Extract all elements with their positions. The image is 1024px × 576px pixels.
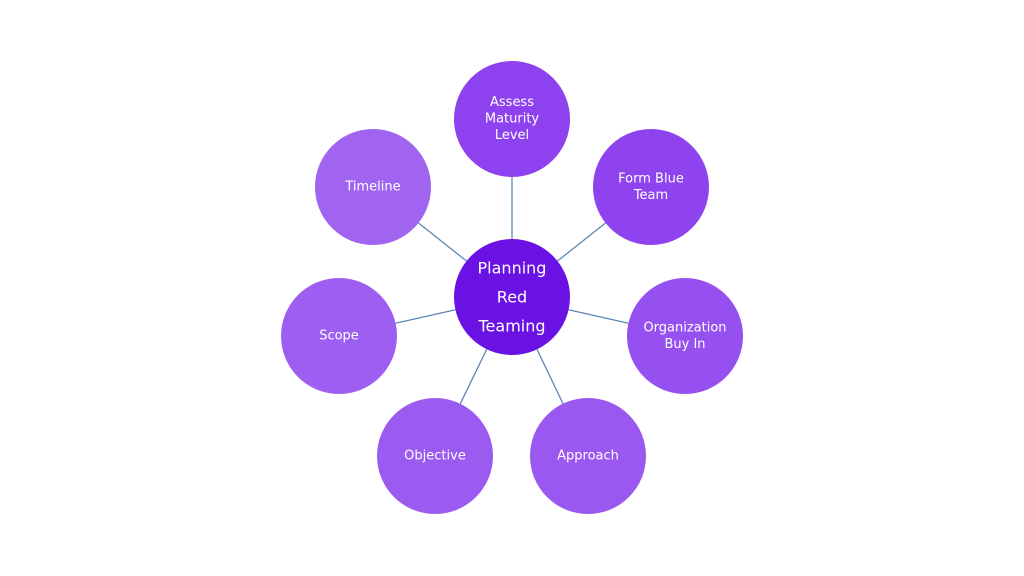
node-label-approach-line-1: Approach: [557, 449, 619, 464]
node-label-assess-maturity-level-line-1: Assess: [490, 95, 534, 110]
node-circle-timeline: [315, 129, 431, 245]
center-node-label-line-1: Planning: [478, 259, 547, 278]
node-circle-objective: [377, 398, 493, 514]
node-approach: Approach: [530, 398, 646, 514]
node-circle-form-blue-team: [593, 129, 709, 245]
node-timeline: Timeline: [315, 129, 431, 245]
node-label-assess-maturity-level-line-2: Maturity: [485, 112, 540, 127]
node-label-organization-buy-in-line-1: Organization: [643, 320, 726, 335]
node-label-form-blue-team-line-2: Team: [633, 188, 668, 203]
connector-form-blue-team: [557, 222, 606, 262]
node-scope: Scope: [281, 278, 397, 394]
node-label-form-blue-team-line-1: Form Blue: [618, 171, 684, 186]
node-label-objective-line-1: Objective: [404, 449, 466, 464]
connector-organization-buy-in: [568, 309, 629, 324]
center-node-circle: [454, 239, 570, 355]
node-circle-approach: [530, 398, 646, 514]
connector-scope: [395, 309, 456, 324]
center-node-label-line-2: Red: [497, 288, 527, 307]
connector-timeline: [418, 222, 467, 262]
node-objective: Objective: [377, 398, 493, 514]
center-node-label-line-3: Teaming: [477, 317, 545, 336]
connectors: [395, 177, 629, 405]
node-circle-organization-buy-in: [627, 278, 743, 394]
node-label-organization-buy-in-line-2: Buy In: [664, 337, 705, 352]
node-circle-assess-maturity-level: [454, 61, 570, 177]
node-label-assess-maturity-level-line-3: Level: [495, 128, 529, 143]
node-label-timeline-line-1: Timeline: [344, 180, 400, 195]
connector-objective: [459, 348, 488, 405]
node-circle-scope: [281, 278, 397, 394]
connector-approach: [536, 349, 564, 404]
node-label-scope-line-1: Scope: [319, 329, 359, 344]
